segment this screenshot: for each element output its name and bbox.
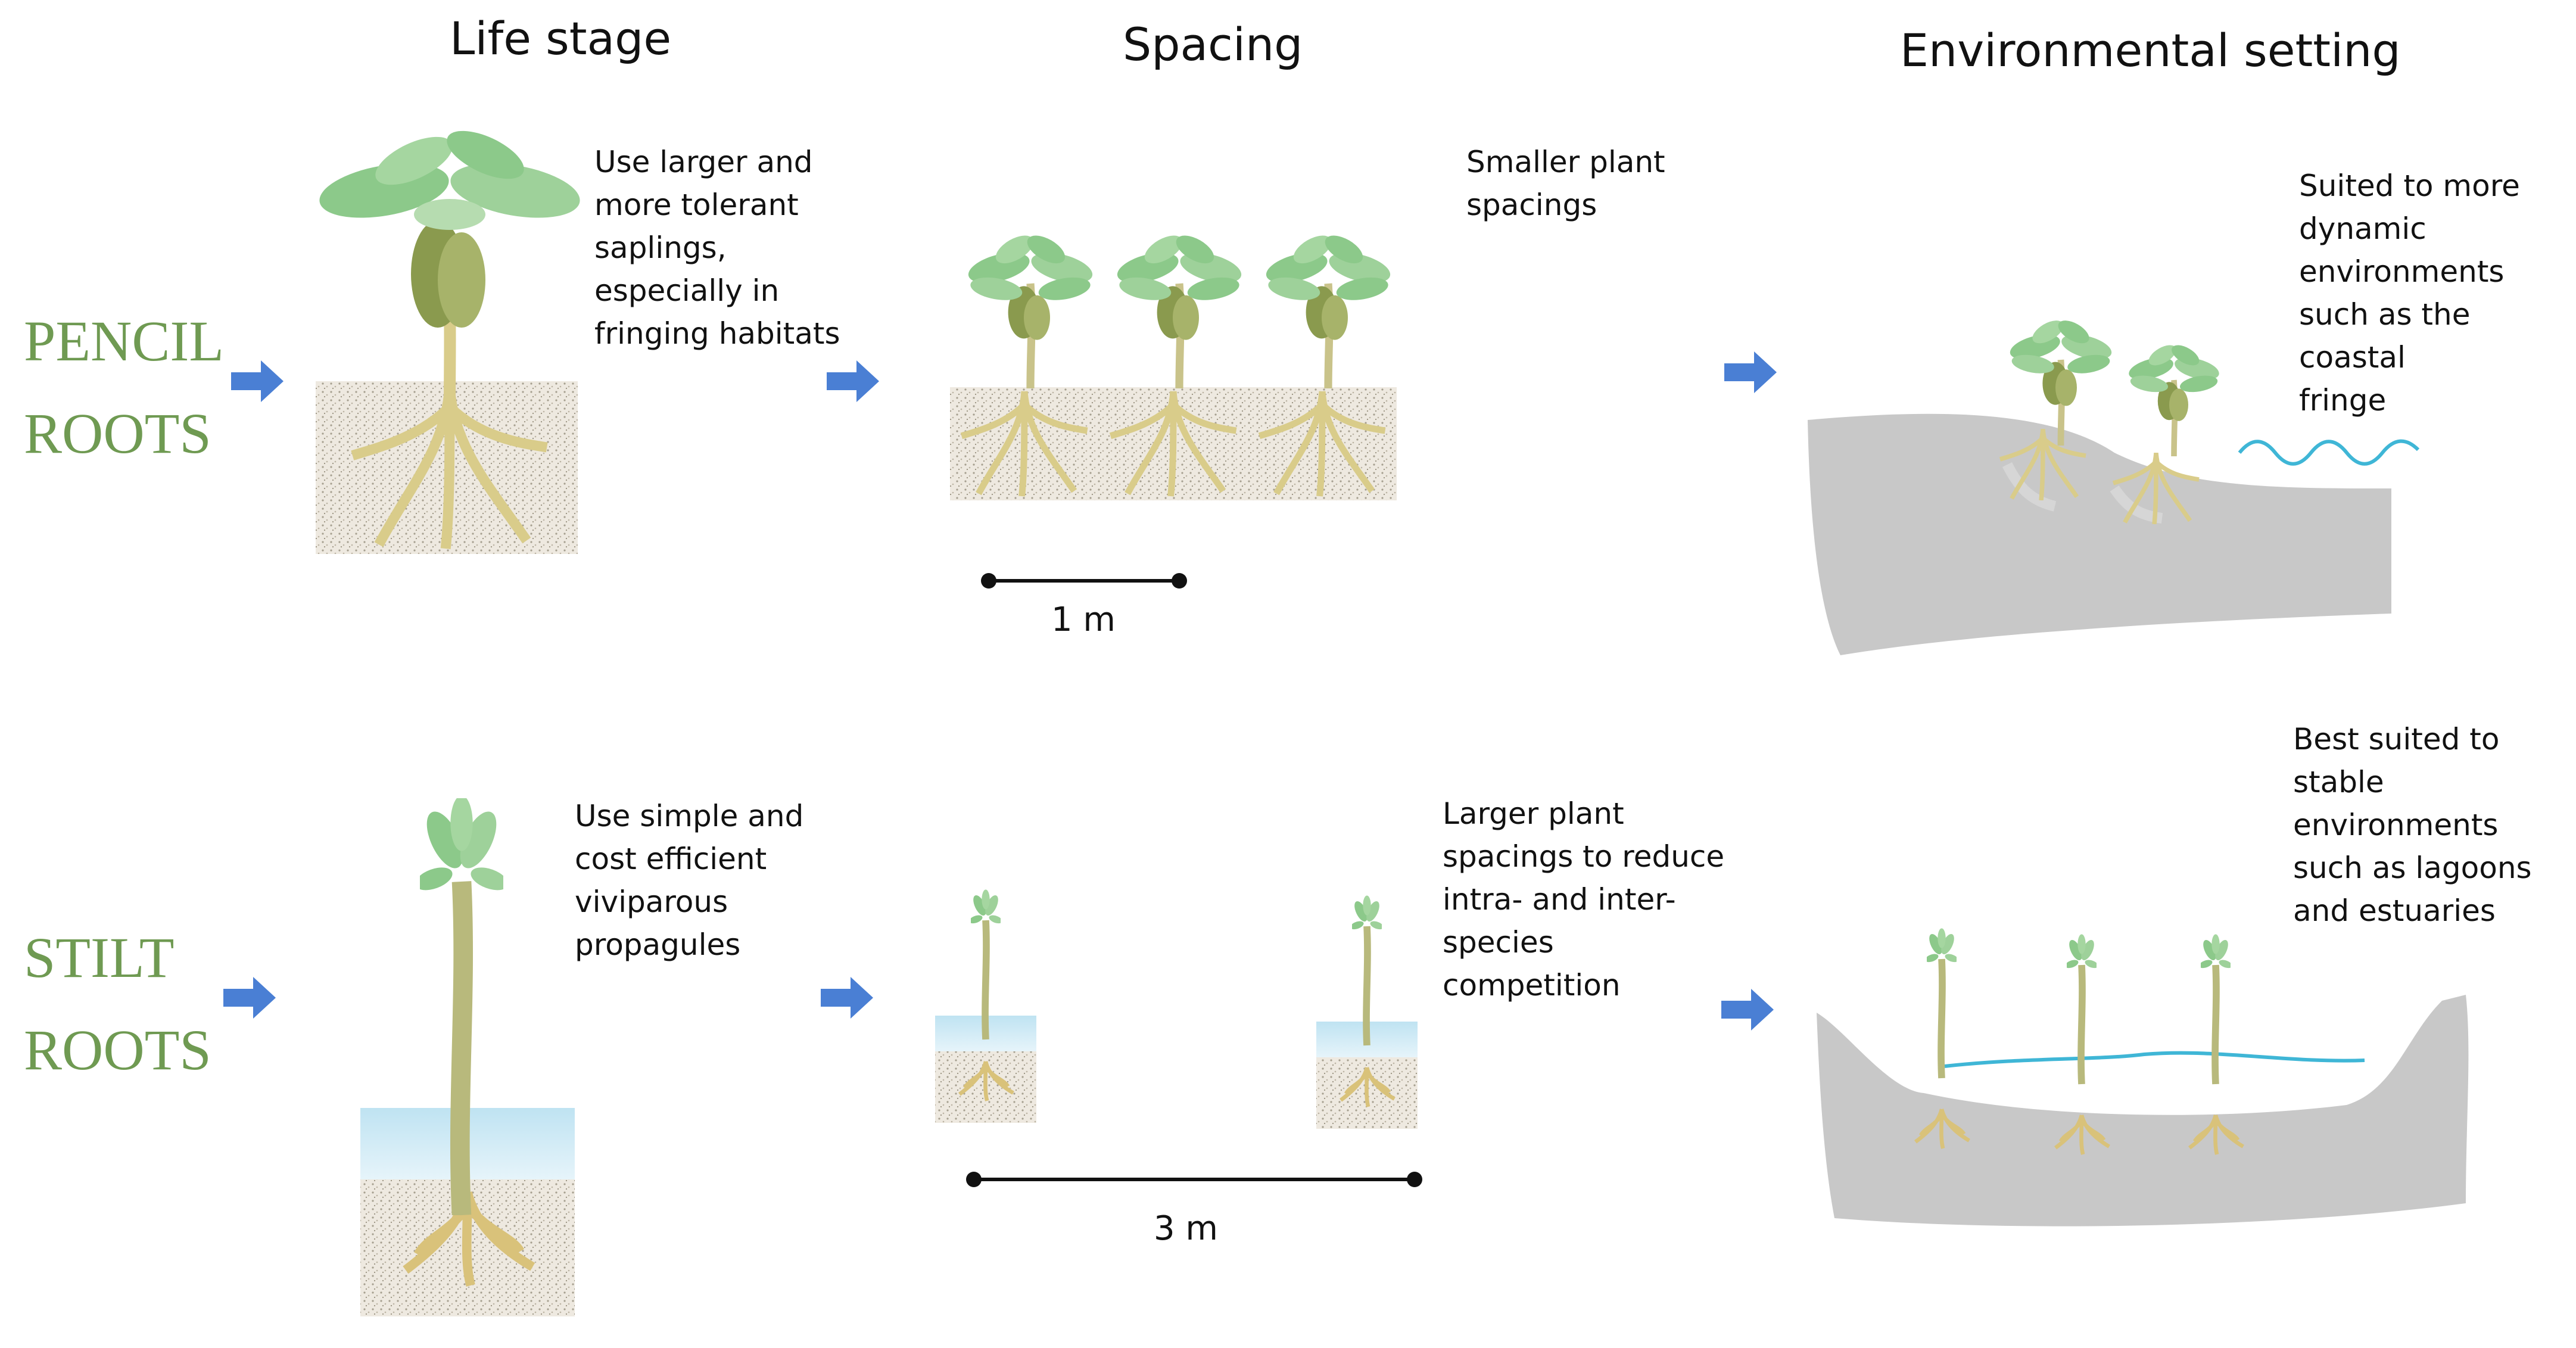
pencil-environment-text: Suited to more dynamic environments such… — [2299, 169, 2520, 418]
arrow-icon — [231, 360, 284, 402]
coastal-fringe-environment-illustration — [1808, 310, 2420, 655]
column-header-environmental-setting: Environmental setting — [1900, 24, 2401, 77]
lagoon-estuary-environment-illustration — [1817, 894, 2469, 1226]
stilt-spacing-text: Larger plant spacings to reduce intra- a… — [1443, 796, 1725, 1003]
scale-bar-1m — [981, 573, 1187, 589]
pencil-root-sapling-illustration — [316, 130, 580, 554]
scale-label-3m: 3 m — [1154, 1209, 1218, 1248]
pencil-spacing-text: Smaller plant spacings — [1466, 145, 1665, 222]
pencil-spacing-illustration — [950, 220, 1397, 500]
row-label-pencil-roots: PENCIL ROOTS — [24, 295, 224, 480]
pencil-life-stage-text: Use larger and more tolerant saplings, e… — [594, 145, 840, 351]
scale-bar-3m — [966, 1172, 1422, 1187]
stilt-life-stage-text: Use simple and cost efficient viviparous… — [575, 799, 804, 962]
column-header-life-stage: Life stage — [450, 12, 672, 65]
row-label-line-1: STILT — [24, 926, 175, 989]
row-label-line-1: PENCIL — [24, 309, 224, 373]
arrow-icon — [1724, 351, 1777, 393]
arrow-icon — [827, 360, 879, 402]
stilt-environment-text: Best suited to stable environments such … — [2293, 722, 2532, 928]
row-label-line-2: ROOTS — [24, 1018, 211, 1082]
row-label-line-2: ROOTS — [24, 401, 211, 465]
row-label-stilt-roots: STILT ROOTS — [24, 911, 211, 1096]
stilt-root-propagule-illustration — [360, 798, 575, 1316]
stilt-spacing-illustration — [935, 858, 1418, 1129]
column-header-spacing: Spacing — [1123, 18, 1303, 71]
scale-label-1m: 1 m — [1051, 600, 1116, 639]
arrow-icon — [1721, 989, 1774, 1031]
arrow-icon — [223, 977, 276, 1019]
arrow-icon — [821, 977, 873, 1019]
